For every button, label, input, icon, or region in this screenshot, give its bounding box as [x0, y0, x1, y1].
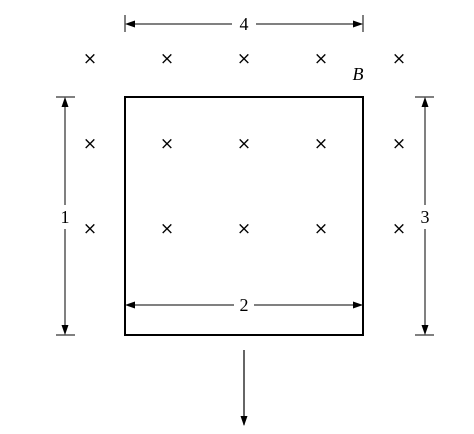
field-mark: × — [314, 49, 328, 69]
field-mark: × — [237, 134, 251, 154]
field-mark: × — [83, 49, 97, 69]
dimension-top: 4 — [124, 14, 364, 34]
field-mark: × — [392, 49, 406, 69]
field-mark: × — [237, 219, 251, 239]
field-mark: × — [392, 219, 406, 239]
field-mark: × — [160, 49, 174, 69]
field-mark: × — [83, 219, 97, 239]
dimension-inner: 2 — [125, 295, 363, 315]
dimension-top-label: 4 — [240, 14, 249, 34]
field-label: B — [353, 64, 364, 84]
dimension-left: 1 — [56, 96, 75, 336]
field-mark: × — [392, 134, 406, 154]
field-mark: × — [314, 134, 328, 154]
field-mark: × — [160, 134, 174, 154]
field-marks-grid: × × × × × × × × × × × × × × × — [83, 49, 406, 239]
dimension-left-label: 1 — [61, 207, 70, 227]
dimension-right-label: 3 — [421, 207, 430, 227]
field-mark: × — [160, 219, 174, 239]
dimension-inner-label: 2 — [240, 295, 249, 315]
field-mark: × — [237, 49, 251, 69]
dimension-right: 3 — [415, 96, 434, 336]
field-mark: × — [83, 134, 97, 154]
square-loop — [124, 96, 364, 336]
field-mark: × — [314, 219, 328, 239]
